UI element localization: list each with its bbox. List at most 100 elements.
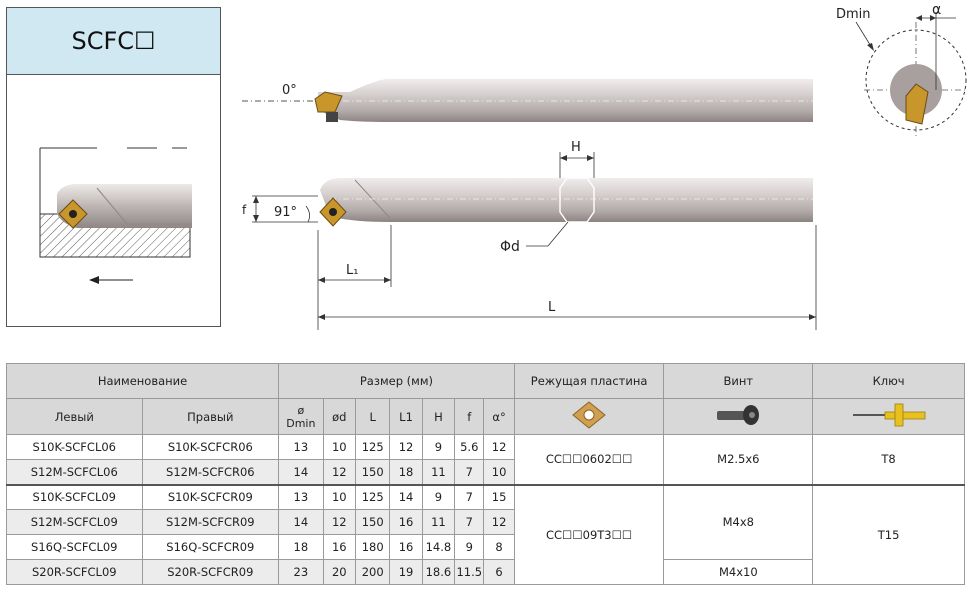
insert-group-header: Режущая пластина [513, 363, 665, 399]
h-cell: 18.6 [421, 559, 456, 585]
table-row: S10K-SCFCL06 S10K-SCFCR06 13 10 125 12 9… [6, 434, 965, 485]
h-cell: 9 [421, 483, 456, 510]
torx-key-icon [852, 403, 925, 427]
h-column-header: H [421, 398, 456, 435]
screw-image-cell [663, 398, 814, 435]
alpha-cell: 12 [483, 434, 515, 460]
screw-icon [717, 405, 760, 425]
d-cell: 20 [322, 559, 356, 585]
right-cell: S10K-SCFCR09 [141, 483, 280, 510]
l-cell: 150 [354, 509, 391, 535]
dmin-text: Dmin [286, 416, 316, 430]
alpha-cell: 10 [483, 459, 515, 485]
left-cell: S12M-SCFCL09 [6, 509, 143, 535]
f-cell: 7 [454, 509, 485, 535]
l1-cell: 16 [389, 534, 423, 560]
right-cell: S20R-SCFCR09 [141, 559, 280, 585]
alpha-label: α [932, 2, 941, 18]
h-dim-label: H [571, 140, 581, 155]
key-group-header: Ключ [812, 363, 965, 399]
tool-type-title: SCFC☐ [7, 8, 220, 75]
right-cell: S10K-SCFCR06 [141, 434, 280, 460]
right-column-header: Правый [141, 398, 280, 435]
l-cell: 125 [354, 483, 391, 510]
l1-cell: 18 [389, 459, 423, 485]
l-cell: 200 [354, 559, 391, 585]
l-dim-label: L [548, 300, 556, 315]
spec-table: Наименование Размер (мм) Режущая пластин… [5, 363, 965, 585]
dmin-symbol: ø [297, 403, 305, 417]
l-column-header: L [354, 398, 391, 435]
size-group-header: Размер (мм) [278, 363, 515, 399]
l-cell: 125 [354, 434, 391, 460]
h-cell: 14.8 [421, 534, 456, 560]
dmin-cell: 13 [278, 483, 324, 510]
dmin-column-header: ø Dmin [278, 398, 324, 435]
insert-cell: CC☐☐09T3☐☐ [513, 483, 665, 585]
key-cell: T8 [812, 434, 965, 485]
dmin-cell: 13 [278, 434, 324, 460]
alpha-cell: 12 [483, 509, 515, 535]
top-view-bar [242, 78, 820, 122]
phi-d-label: Φd [500, 239, 520, 255]
left-cell: S12M-SCFCL06 [6, 459, 143, 485]
insert-cell: CC☐☐0602☐☐ [513, 434, 665, 485]
tool-dimension-drawing: 0° H Φd f 91° L₁ L [242, 78, 820, 330]
angle-zero-label: 0° [282, 83, 297, 98]
d-cell: 12 [322, 509, 356, 535]
dmin-cell: 14 [278, 509, 324, 535]
tool-type-panel: SCFC☐ [6, 7, 221, 327]
d-cell: 10 [322, 483, 356, 510]
l1-cell: 14 [389, 483, 423, 510]
left-cell: S10K-SCFCL06 [6, 434, 143, 460]
key-image-cell [812, 398, 965, 435]
d-cell: 12 [322, 459, 356, 485]
l1-dim-label: L₁ [346, 263, 358, 278]
screw-cell: M4x10 [663, 559, 814, 585]
l1-column-header: L1 [389, 398, 423, 435]
name-group-header: Наименование [5, 363, 280, 399]
key-cell: T15 [812, 483, 965, 585]
l1-cell: 16 [389, 509, 423, 535]
insert-icon [572, 401, 606, 429]
f-cell: 7 [454, 483, 485, 510]
alpha-column-header: α° [483, 398, 515, 435]
h-cell: 11 [421, 509, 456, 535]
f-cell: 5.6 [454, 434, 485, 460]
f-cell: 9 [454, 534, 485, 560]
l-cell: 150 [354, 459, 391, 485]
dmin-cell: 18 [278, 534, 324, 560]
dmin-label: Dmin [836, 7, 871, 22]
l-cell: 180 [354, 534, 391, 560]
screw-cell: M4x8 [663, 483, 814, 560]
min-bore-diameter-view: Dmin α [836, 2, 968, 138]
insert-image-cell [513, 398, 665, 435]
d-cell: 16 [322, 534, 356, 560]
dmin-cell: 14 [278, 459, 324, 485]
f-column-header: f [454, 398, 485, 435]
dmin-cell: 23 [278, 559, 324, 585]
table-row: S10K-SCFCL09 S10K-SCFCR09 13 10 125 14 9… [6, 483, 965, 585]
h-cell: 11 [421, 459, 456, 485]
alpha-cell: 6 [483, 559, 515, 585]
f-cell: 11.5 [454, 559, 485, 585]
alpha-cell: 15 [483, 483, 515, 510]
right-cell: S16Q-SCFCR09 [141, 534, 280, 560]
f-dim-label: f [242, 203, 247, 217]
right-cell: S12M-SCFCR09 [141, 509, 280, 535]
d-cell: 10 [322, 434, 356, 460]
left-column-header: Левый [6, 398, 143, 435]
angle-91-label: 91° [274, 205, 297, 220]
screw-group-header: Винт [663, 363, 814, 399]
right-cell: S12M-SCFCR06 [141, 459, 280, 485]
boring-operation-sketch [39, 147, 192, 284]
left-cell: S10K-SCFCL09 [6, 483, 143, 510]
table-row: S20R-SCFCL09 S20R-SCFCR09 23 20 200 19 1… [6, 559, 965, 585]
l1-cell: 12 [389, 434, 423, 460]
h-cell: 9 [421, 434, 456, 460]
alpha-cell: 8 [483, 534, 515, 560]
d-column-header: ød [322, 398, 356, 435]
left-cell: S16Q-SCFCL09 [6, 534, 143, 560]
f-cell: 7 [454, 459, 485, 485]
side-view-bar [319, 177, 820, 227]
